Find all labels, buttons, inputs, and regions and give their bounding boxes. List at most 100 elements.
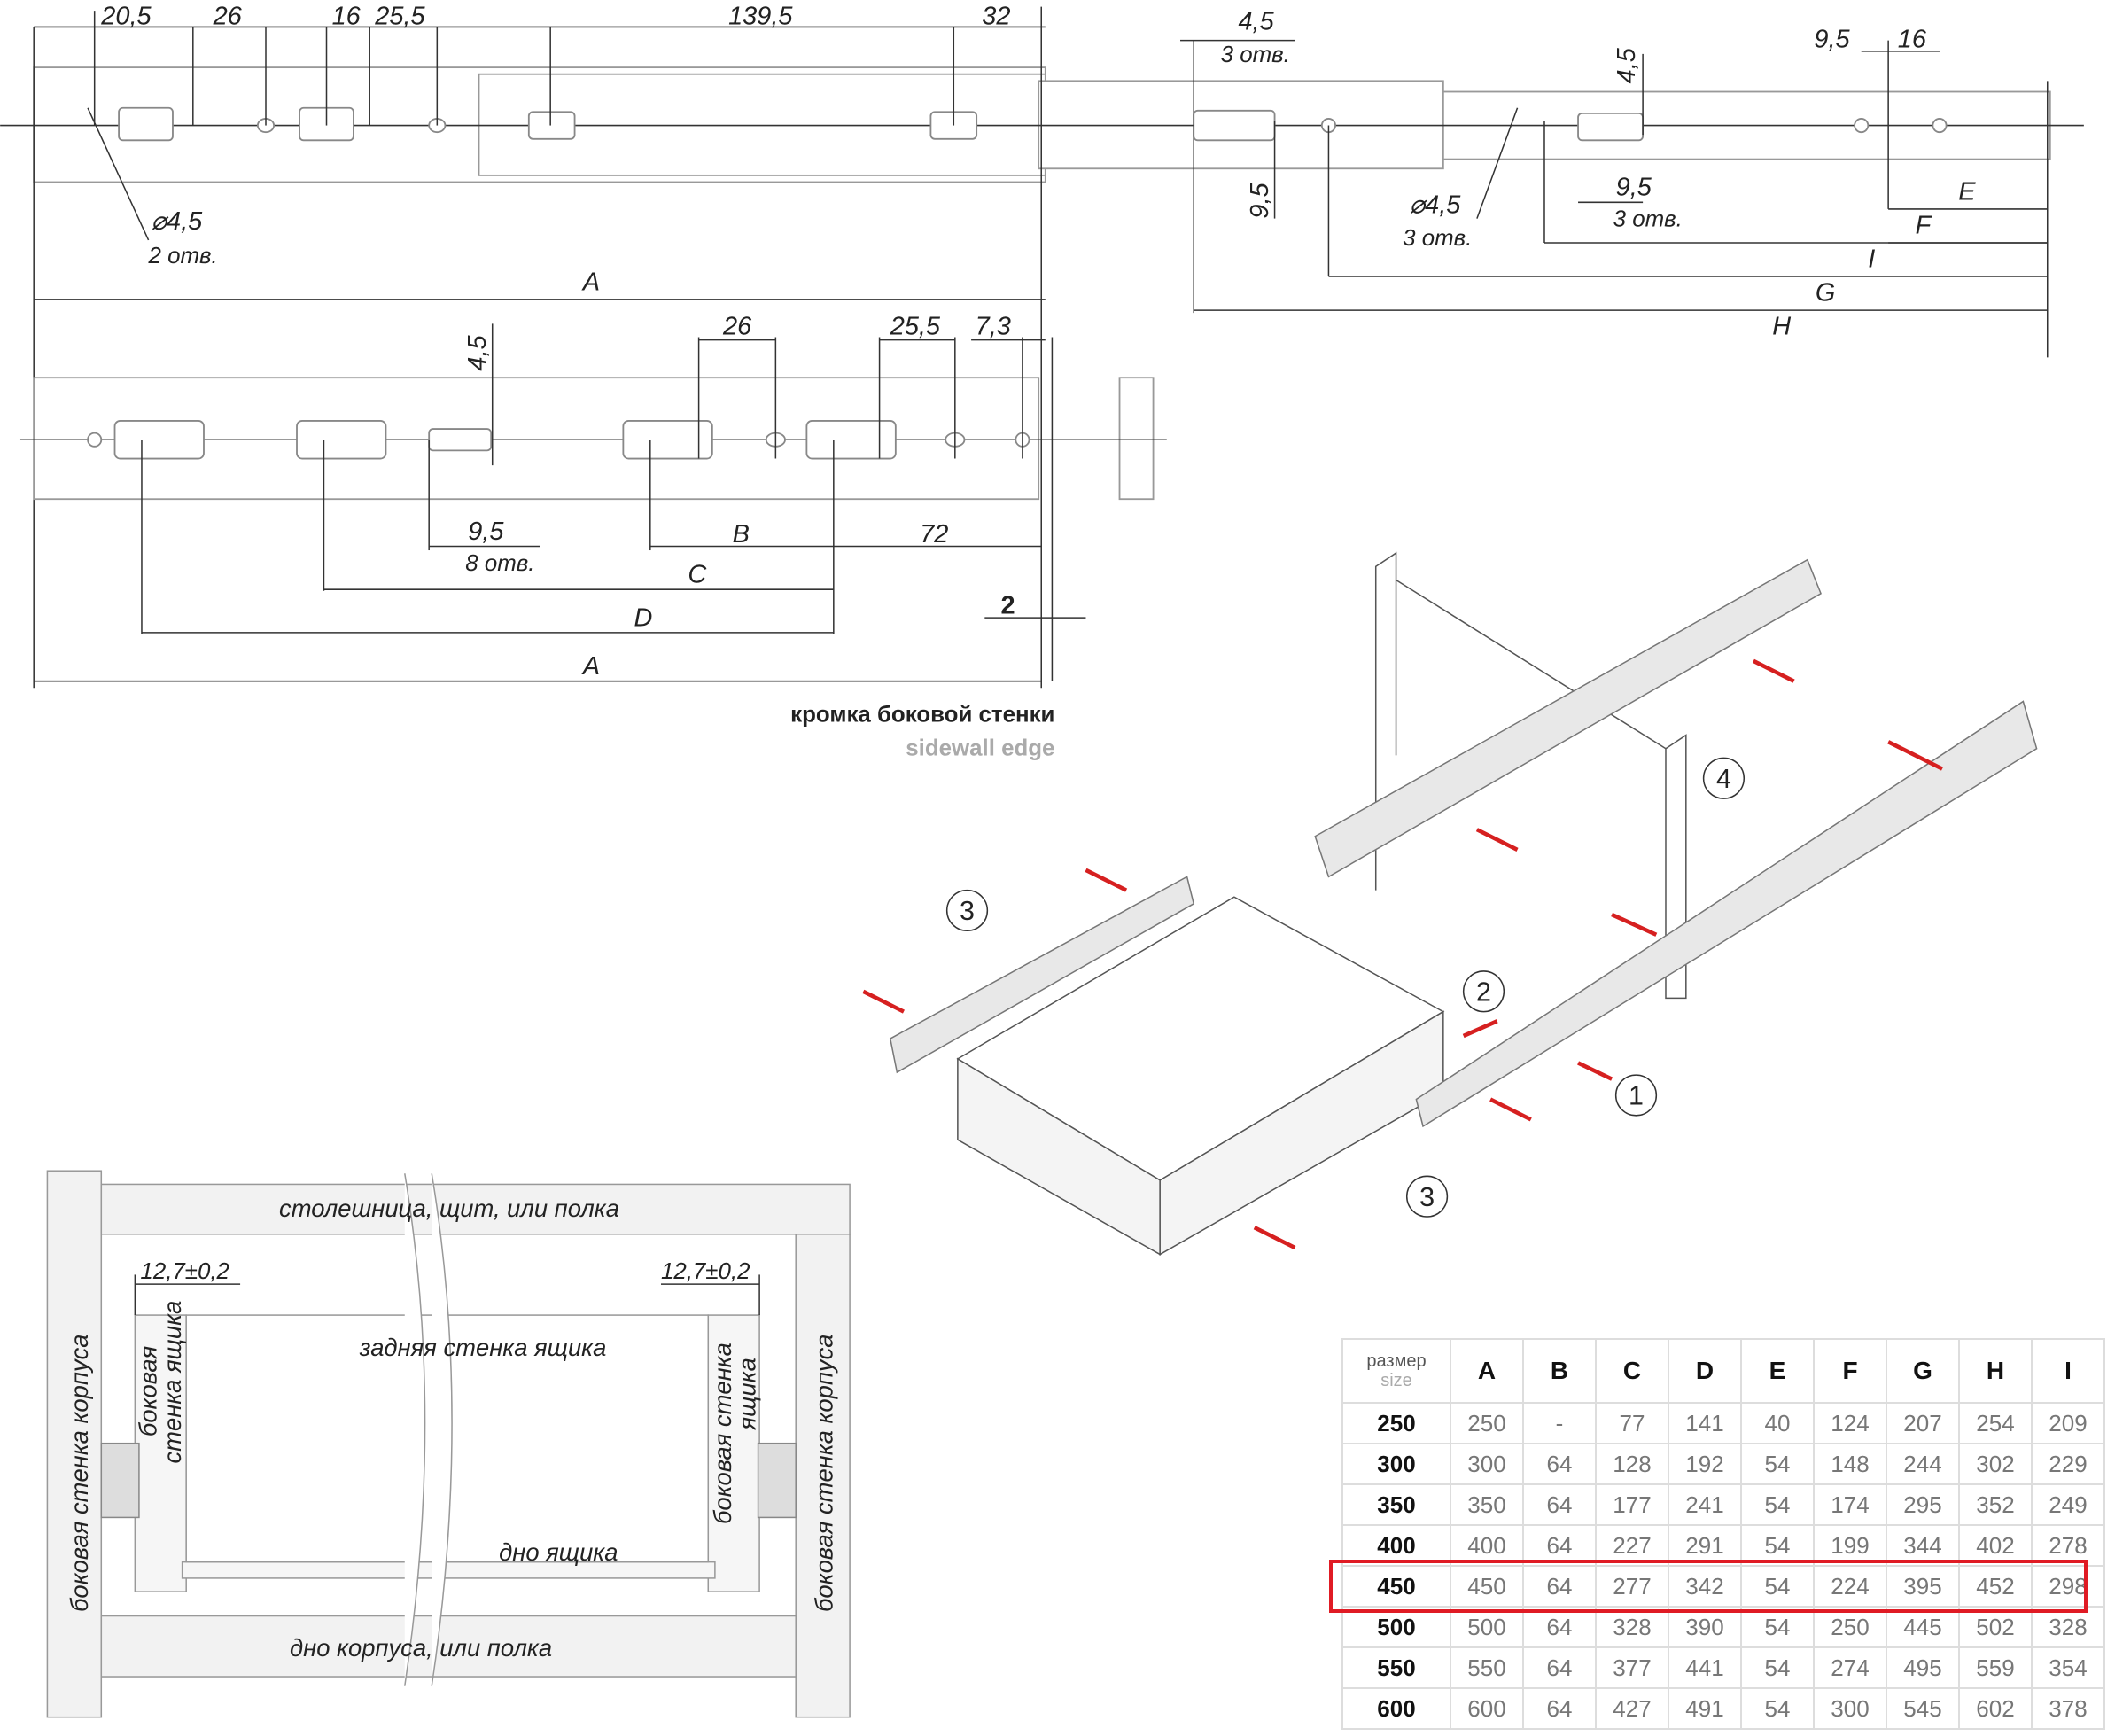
dim-25-5-bottom: 25,5 (890, 312, 941, 340)
table-cell: 177 (1595, 1483, 1669, 1526)
row-size: 550 (1341, 1646, 1451, 1689)
step-1: 1 (1629, 1081, 1644, 1111)
cross-section-drawing: столешница, щит, или полка 12,7±0,2 12,7… (46, 1170, 851, 1718)
column-header: C (1595, 1338, 1669, 1404)
dim-9-5-slot-count: 3 отв. (1613, 207, 1683, 232)
rail-end-clip (1118, 377, 1155, 501)
table-cell: 77 (1595, 1402, 1669, 1444)
screw-arrows (862, 658, 1944, 1250)
hole-dia-left: ⌀4,5 (152, 207, 204, 236)
table-cell: 244 (1886, 1443, 1960, 1485)
table-cell: 300 (1450, 1443, 1524, 1485)
table-cell: 441 (1668, 1646, 1742, 1689)
dim-e: E (1958, 177, 1976, 206)
table-cell: 64 (1522, 1483, 1597, 1526)
label-drawer-side-left-1: боковая (135, 1345, 162, 1436)
dim-139-5: 139,5 (728, 2, 793, 30)
row-size: 600 (1341, 1687, 1451, 1730)
row-size: 300 (1341, 1443, 1451, 1485)
table-cell: 209 (2031, 1402, 2105, 1444)
step-3-drawer: 3 (1419, 1182, 1435, 1212)
top-rail-drawing: 20,5 26 16 25,5 139,5 32 ⌀4,5 2 отв. A 4… (0, 2, 2084, 689)
column-header: H (1958, 1338, 2033, 1404)
table-cell: 344 (1886, 1524, 1960, 1567)
size-header-en: size (1380, 1371, 1412, 1390)
step-4: 4 (1716, 764, 1731, 794)
dim-4-5: 4,5 (1238, 7, 1274, 35)
dim-a-bottom: A (581, 652, 600, 681)
table-cell: 54 (1740, 1483, 1815, 1526)
table-cell: 445 (1886, 1606, 1960, 1648)
hole-count-right: 3 отв. (1403, 226, 1472, 251)
bottom-rail-drawing: 4,5 26 25,5 7,3 9,5 8 отв. B 72 C D A 2 … (19, 312, 1167, 760)
table-cell: 249 (2031, 1483, 2105, 1526)
table-cell: 328 (2031, 1606, 2105, 1648)
table-cell: 395 (1886, 1565, 1960, 1608)
label-drawer-back: задняя стенка ящика (359, 1334, 607, 1361)
label-drawer-side-right-1: боковая стенка (709, 1343, 736, 1524)
dim-26: 26 (213, 2, 243, 30)
table-cell: 250 (1450, 1402, 1524, 1444)
label-drawer-side-left-2: стенка ящика (159, 1301, 186, 1464)
row-size: 400 (1341, 1524, 1451, 1567)
dim-gap-2: 2 (1001, 592, 1015, 620)
column-header: I (2031, 1338, 2105, 1404)
dim-16: 16 (332, 2, 362, 30)
table-cell: 241 (1668, 1483, 1742, 1526)
table-cell: 40 (1740, 1402, 1815, 1444)
table-cell: 224 (1813, 1565, 1887, 1608)
tolerance-right: 12,7±0,2 (661, 1259, 750, 1284)
table-cell: 291 (1668, 1524, 1742, 1567)
label-case-bottom: дно корпуса, или полка (290, 1634, 552, 1662)
dim-c: C (688, 561, 707, 589)
row-size: 500 (1341, 1606, 1451, 1648)
table-cell: 450 (1450, 1565, 1524, 1608)
dim-4-5-count: 3 отв. (1221, 43, 1290, 67)
dim-32: 32 (982, 2, 1010, 30)
table-cell: 64 (1522, 1646, 1597, 1689)
table-cell: 400 (1450, 1524, 1524, 1567)
table-cell: 64 (1522, 1687, 1597, 1730)
table-cell: 559 (1958, 1646, 2033, 1689)
table-cell: 64 (1522, 1443, 1597, 1485)
row-size: 250 (1341, 1402, 1451, 1444)
table-cell: 545 (1886, 1687, 1960, 1730)
table-cell: 174 (1813, 1483, 1887, 1526)
table-cell: 207 (1886, 1402, 1960, 1444)
table-cell: 300 (1813, 1687, 1887, 1730)
table-cell: 54 (1740, 1687, 1815, 1730)
table-cell: 452 (1958, 1565, 2033, 1608)
dim-9-5-right: 9,5 (1814, 25, 1850, 53)
table-cell: 141 (1668, 1402, 1742, 1444)
table-cell: 600 (1450, 1687, 1524, 1730)
dim-26-bottom: 26 (722, 312, 752, 340)
size-header-ru: размер (1366, 1351, 1427, 1371)
dim-25-5: 25,5 (374, 2, 425, 30)
label-countertop: столешница, щит, или полка (279, 1195, 619, 1222)
tolerance-left: 12,7±0,2 (140, 1259, 229, 1284)
dim-9-5-vertical: 9,5 (1246, 182, 1274, 218)
table-cell: 295 (1886, 1483, 1960, 1526)
table-cell: 342 (1668, 1565, 1742, 1608)
table-cell: 328 (1595, 1606, 1669, 1648)
caption-en: sidewall edge (906, 736, 1054, 760)
table-cell: 64 (1522, 1565, 1597, 1608)
table-cell: 229 (2031, 1443, 2105, 1485)
column-header: F (1813, 1338, 1887, 1404)
table-cell: 199 (1813, 1524, 1887, 1567)
table-cell: 377 (1595, 1646, 1669, 1689)
table-cell: 278 (2031, 1524, 2105, 1567)
table-cell: 227 (1595, 1524, 1669, 1567)
table-cell: 378 (2031, 1687, 2105, 1730)
table-cell: 350 (1450, 1483, 1524, 1526)
label-case-side-right: боковая стенка корпуса (810, 1334, 837, 1611)
dim-4-5-vertical: 4,5 (1613, 47, 1641, 83)
column-header: A (1450, 1338, 1524, 1404)
